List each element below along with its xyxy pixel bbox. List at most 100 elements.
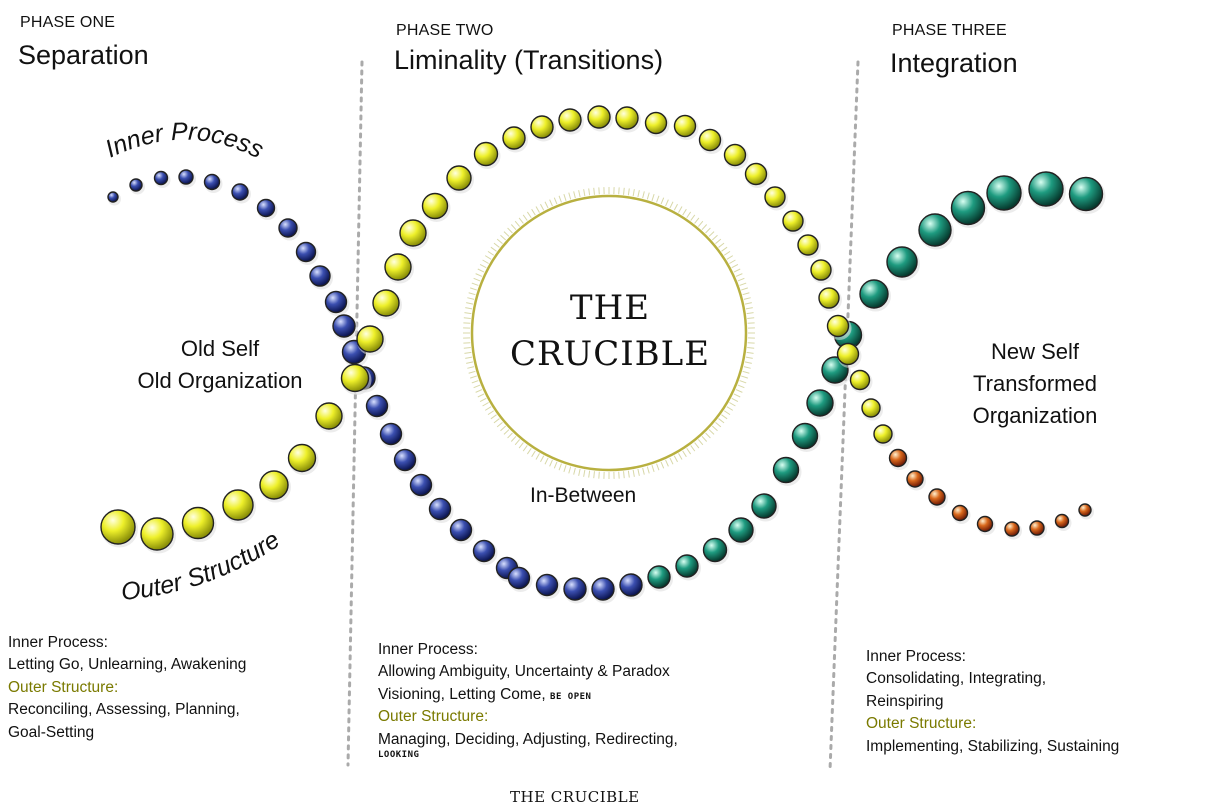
teal-bead — [886, 246, 918, 278]
blue-bead — [231, 183, 249, 201]
yellow-bead — [810, 259, 832, 281]
phase-three-label: PHASE THREE — [892, 22, 1007, 39]
phase-three-name: Integration — [890, 48, 1018, 78]
yellow-bead — [673, 114, 697, 138]
blue-bead — [332, 314, 356, 338]
orange-bead — [1029, 520, 1045, 536]
yellow-bead — [473, 141, 499, 167]
phase-two-inner-heading: Inner Process: — [378, 641, 478, 658]
phase-two-outer-handwritten: LOOKING — [378, 750, 420, 761]
bottom-caption: THE CRUCIBLE — [510, 788, 640, 806]
yellow-bead — [140, 517, 174, 551]
yellow-bead — [502, 126, 526, 150]
blue-bead — [428, 497, 452, 521]
blue-bead — [409, 473, 433, 497]
yellow-bead — [797, 234, 819, 256]
teal-bead — [859, 279, 889, 309]
orange-bead — [888, 448, 908, 468]
new-self-line: New Self — [990, 339, 1080, 364]
blue-bead — [178, 169, 194, 185]
blue-bead — [324, 290, 348, 314]
yellow-bead — [744, 162, 768, 186]
teal-bead — [1068, 176, 1104, 212]
blue-bead — [278, 218, 298, 238]
yellow-bead — [558, 108, 582, 132]
yellow-bead — [849, 369, 871, 391]
yellow-bead — [782, 210, 804, 232]
blue-bead — [535, 573, 559, 597]
blue-bead — [203, 173, 221, 191]
phase-two-inner-text-1: Allowing Ambiguity, Uncertainty & Parado… — [378, 663, 670, 681]
yellow-bead — [587, 105, 611, 129]
phase-one-inner-text: Letting Go, Unlearning, Awakening — [8, 656, 247, 674]
phase-three-inner-heading: Inner Process: — [866, 648, 966, 665]
teal-bead — [772, 456, 800, 484]
transformed-line: Transformed — [973, 370, 1097, 396]
orange-bead — [928, 488, 946, 506]
yellow-bead — [384, 253, 412, 281]
blue-bead — [256, 198, 276, 218]
yellow-bead — [356, 325, 384, 353]
phase-one-outer-text-2: Goal-Setting — [8, 723, 95, 741]
yellow-bead — [446, 165, 472, 191]
bead-strands — [100, 105, 1106, 604]
yellow-bead — [399, 219, 427, 247]
blue-bead — [472, 539, 496, 563]
blue-bead — [153, 170, 169, 186]
yellow-bead — [340, 363, 370, 393]
yellow-bead — [723, 143, 747, 167]
yellow-bead — [764, 186, 786, 208]
orange-bead — [1078, 503, 1092, 517]
yellow-bead — [836, 342, 860, 366]
phase-two-info: Inner Process: Allowing Ambiguity, Uncer… — [378, 639, 678, 762]
blue-bead — [295, 241, 317, 263]
yellow-bead — [698, 128, 722, 152]
blue-bead — [507, 566, 531, 590]
yellow-bead — [421, 192, 449, 220]
phase-two-name: Liminality (Transitions) — [394, 45, 664, 75]
phase-two-inner-text-2: Visioning, Letting Come, — [378, 685, 546, 703]
teal-bead — [986, 175, 1022, 211]
crucible-title-line2: CRUCIBLE — [509, 333, 711, 374]
teal-bead — [647, 565, 671, 589]
phase-one-name: Separation — [18, 40, 149, 70]
yellow-bead — [100, 509, 136, 545]
blue-bead — [563, 577, 587, 601]
phase-two-outer-text: Managing, Deciding, Adjusting, Redirecti… — [378, 730, 678, 748]
orange-bead — [1004, 521, 1020, 537]
blue-bead — [591, 577, 615, 601]
orange-bead — [906, 470, 924, 488]
old-self-label: Old Self Old Organization — [110, 333, 330, 397]
teal-bead — [806, 389, 834, 417]
yellow-bead — [644, 111, 668, 135]
phase-one-outer-text-1: Reconciling, Assessing, Planning, — [8, 701, 240, 719]
inner-process-arc-label: Inner Process — [101, 118, 268, 165]
teal-bead — [791, 422, 819, 450]
phase-two-outer-heading: Outer Structure: — [378, 708, 489, 726]
yellow-bead — [315, 402, 343, 430]
teal-bead — [1028, 171, 1064, 207]
yellow-bead — [615, 106, 639, 130]
organization-line: Organization — [972, 402, 1098, 428]
blue-bead — [379, 422, 403, 446]
divider-left — [346, 60, 364, 767]
in-between-label: In-Between — [530, 484, 637, 507]
divider-right — [828, 60, 860, 772]
blue-bead — [129, 178, 143, 192]
yellow-bead — [818, 287, 840, 309]
yellow-bead — [181, 506, 215, 540]
orange-bead — [951, 504, 969, 522]
phase-two-label: PHASE TWO — [396, 22, 494, 39]
old-organization-line: Old Organization — [137, 367, 303, 393]
phase-two-inner-handwritten: BE OPEN — [550, 691, 592, 702]
new-self-label: New Self Transformed Organization — [925, 336, 1145, 432]
yellow-bead — [372, 289, 400, 317]
phase-three-outer-heading: Outer Structure: — [866, 715, 977, 733]
phase-three-inner-text-1: Consolidating, Integrating, — [866, 670, 1047, 688]
teal-bead — [751, 493, 777, 519]
crucible-title-line1: THE — [569, 288, 651, 328]
yellow-bead — [259, 470, 289, 500]
phase-one-outer-heading: Outer Structure: — [8, 678, 119, 696]
teal-bead — [950, 190, 986, 226]
